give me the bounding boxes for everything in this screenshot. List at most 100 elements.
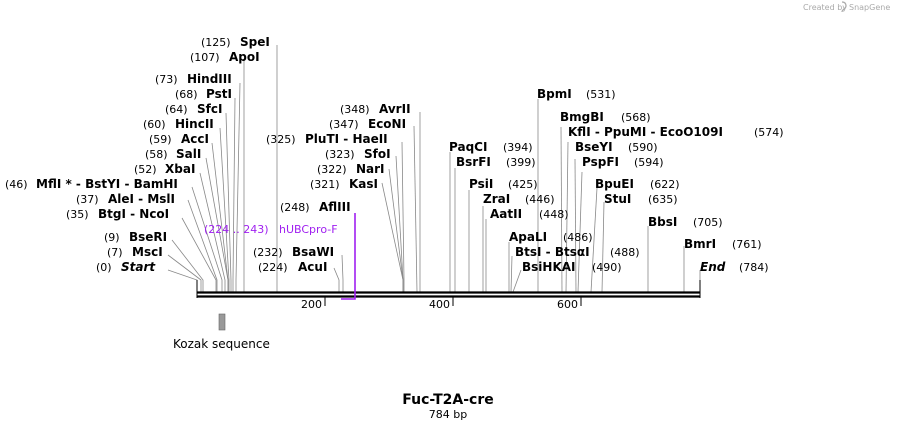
enzyme-pos: (46) <box>5 178 28 191</box>
enzyme-speI[interactable]: SpeI <box>240 35 270 49</box>
enzyme-pos: (594) <box>634 156 664 169</box>
credit-prefix: Created by <box>803 3 847 12</box>
enzyme-kflI-ppuMI-ecoO109I[interactable]: KflI - PpuMI - EcoO109I <box>568 125 723 139</box>
enzyme-btsI-btsalphaI[interactable]: BtsI - BtsαI <box>515 245 590 259</box>
enzyme-pos: (52) <box>134 163 157 176</box>
enzyme-aatII[interactable]: AatII <box>490 207 522 221</box>
enzyme-pos: (394) <box>503 141 533 154</box>
enzyme-aflIII[interactable]: AflIII <box>319 200 351 214</box>
enzyme-pspFI[interactable]: PspFI <box>582 155 619 169</box>
enzyme-mflI-bstYI-bamHI[interactable]: MflI * - BstYI - BamHI <box>36 177 178 191</box>
enzyme-pstI[interactable]: PstI <box>206 87 232 101</box>
enzyme-pos: (73) <box>155 73 178 86</box>
enzyme-hincII[interactable]: HincII <box>175 117 214 131</box>
enzyme-kasI[interactable]: KasI <box>349 177 378 191</box>
enzyme-avrII[interactable]: AvrII <box>379 102 411 116</box>
snapgene-logo-icon <box>841 1 847 13</box>
enzyme-pos: (490) <box>592 261 622 274</box>
enzyme-pos: (59) <box>149 133 172 146</box>
primer-range: (224 .. 243) <box>204 223 269 236</box>
enzyme-pos: (35) <box>66 208 89 221</box>
enzyme-pos: (425) <box>508 178 538 191</box>
enzyme-bpuEI[interactable]: BpuEI <box>595 177 634 191</box>
enzyme-paqCI[interactable]: PaqCI <box>449 140 487 154</box>
enzyme-bpmI[interactable]: BpmI <box>537 87 572 101</box>
enzyme-pos: (347) <box>329 118 359 131</box>
credit-brand: SnapGene <box>849 3 890 12</box>
enzyme-btgI-ncoI[interactable]: BtgI - NcoI <box>98 207 169 221</box>
primer-hubcpro-f[interactable]: (224 .. 243) hUBCpro-F <box>204 213 356 300</box>
enzyme-bsaWI[interactable]: BsaWI <box>292 245 334 259</box>
enzyme-pos: (622) <box>650 178 680 191</box>
enzyme-pos: (0) <box>96 261 112 274</box>
enzyme-ecoNI[interactable]: EcoNI <box>368 117 406 131</box>
map-length: 784 bp <box>429 408 467 421</box>
enzyme-bseYI[interactable]: BseYI <box>575 140 613 154</box>
enzyme-pos: (590) <box>628 141 658 154</box>
enzyme-sfcI[interactable]: SfcI <box>197 102 222 116</box>
enzyme-pos: (323) <box>325 148 355 161</box>
enzyme-pos: (107) <box>190 51 220 64</box>
enzyme-pos: (7) <box>107 246 123 259</box>
enzyme-pos: (761) <box>732 238 762 251</box>
enzyme-pos: (58) <box>145 148 168 161</box>
enzyme-bseRI[interactable]: BseRI <box>129 230 167 244</box>
enzyme-pos: (531) <box>586 88 616 101</box>
enzyme-apaLI[interactable]: ApaLI <box>509 230 547 244</box>
enzyme-acuI[interactable]: AcuI <box>298 260 327 274</box>
enzyme-pos: (574) <box>754 126 784 139</box>
enzyme-pos: (321) <box>310 178 340 191</box>
enzyme-pos: (348) <box>340 103 370 116</box>
enzyme-pos: (568) <box>621 111 651 124</box>
enzyme-pos: (705) <box>693 216 723 229</box>
enzyme-pos: (446) <box>525 193 555 206</box>
enzyme-labels: (0) Start (7) MscI (9) BseRI (35) BtgI -… <box>5 35 784 274</box>
enzyme-pos: (9) <box>104 231 120 244</box>
enzyme-start[interactable]: Start <box>121 260 156 274</box>
enzyme-mscI[interactable]: MscI <box>132 245 163 259</box>
enzyme-pos: (635) <box>648 193 678 206</box>
tick-label-200: 200 <box>301 298 322 311</box>
enzyme-pos: (60) <box>143 118 166 131</box>
enzyme-narI[interactable]: NarI <box>356 162 385 176</box>
primer-arrow <box>341 213 356 300</box>
feature-kozak[interactable]: Kozak sequence <box>173 313 270 351</box>
enzyme-zraI[interactable]: ZraI <box>483 192 510 206</box>
enzyme-pos: (322) <box>317 163 347 176</box>
tick-label-400: 400 <box>429 298 450 311</box>
enzyme-xbaI[interactable]: XbaI <box>165 162 195 176</box>
primer-name: hUBCpro-F <box>279 223 338 236</box>
enzyme-bmgBI[interactable]: BmgBI <box>560 110 604 124</box>
map-title: Fuc-T2A-cre <box>402 392 494 408</box>
enzyme-pos: (448) <box>539 208 569 221</box>
enzyme-pos: (784) <box>739 261 769 274</box>
enzyme-aleI-mslI[interactable]: AleI - MslI <box>108 192 175 206</box>
enzyme-hindIII[interactable]: HindIII <box>187 72 232 86</box>
enzyme-pos: (224) <box>258 261 288 274</box>
enzyme-pos: (488) <box>610 246 640 259</box>
enzyme-accI[interactable]: AccI <box>181 132 209 146</box>
enzyme-sfoI[interactable]: SfoI <box>364 147 391 161</box>
enzyme-pos: (37) <box>76 193 99 206</box>
enzyme-psiI[interactable]: PsiI <box>469 177 493 191</box>
enzyme-pos: (325) <box>266 133 296 146</box>
ruler: 200 400 600 <box>301 296 582 311</box>
enzyme-apoI[interactable]: ApoI <box>229 50 260 64</box>
enzyme-pos: (399) <box>506 156 536 169</box>
leader-lines <box>167 45 701 293</box>
enzyme-pos: (68) <box>175 88 198 101</box>
backbone <box>196 280 701 298</box>
tick-label-600: 600 <box>557 298 578 311</box>
enzyme-bsiHKAI[interactable]: BsiHKAI <box>522 260 576 274</box>
enzyme-pos: (248) <box>280 201 310 214</box>
enzyme-bmrI[interactable]: BmrI <box>684 237 716 251</box>
enzyme-bbsI[interactable]: BbsI <box>648 215 677 229</box>
enzyme-bsrFI[interactable]: BsrFI <box>456 155 491 169</box>
enzyme-pluTI-haeII[interactable]: PluTI - HaeII <box>305 132 388 146</box>
enzyme-salI[interactable]: SalI <box>176 147 201 161</box>
enzyme-end[interactable]: End <box>700 260 726 274</box>
enzyme-stuI[interactable]: StuI <box>604 192 631 206</box>
feature-label: Kozak sequence <box>173 337 270 351</box>
feature-box <box>218 313 226 331</box>
